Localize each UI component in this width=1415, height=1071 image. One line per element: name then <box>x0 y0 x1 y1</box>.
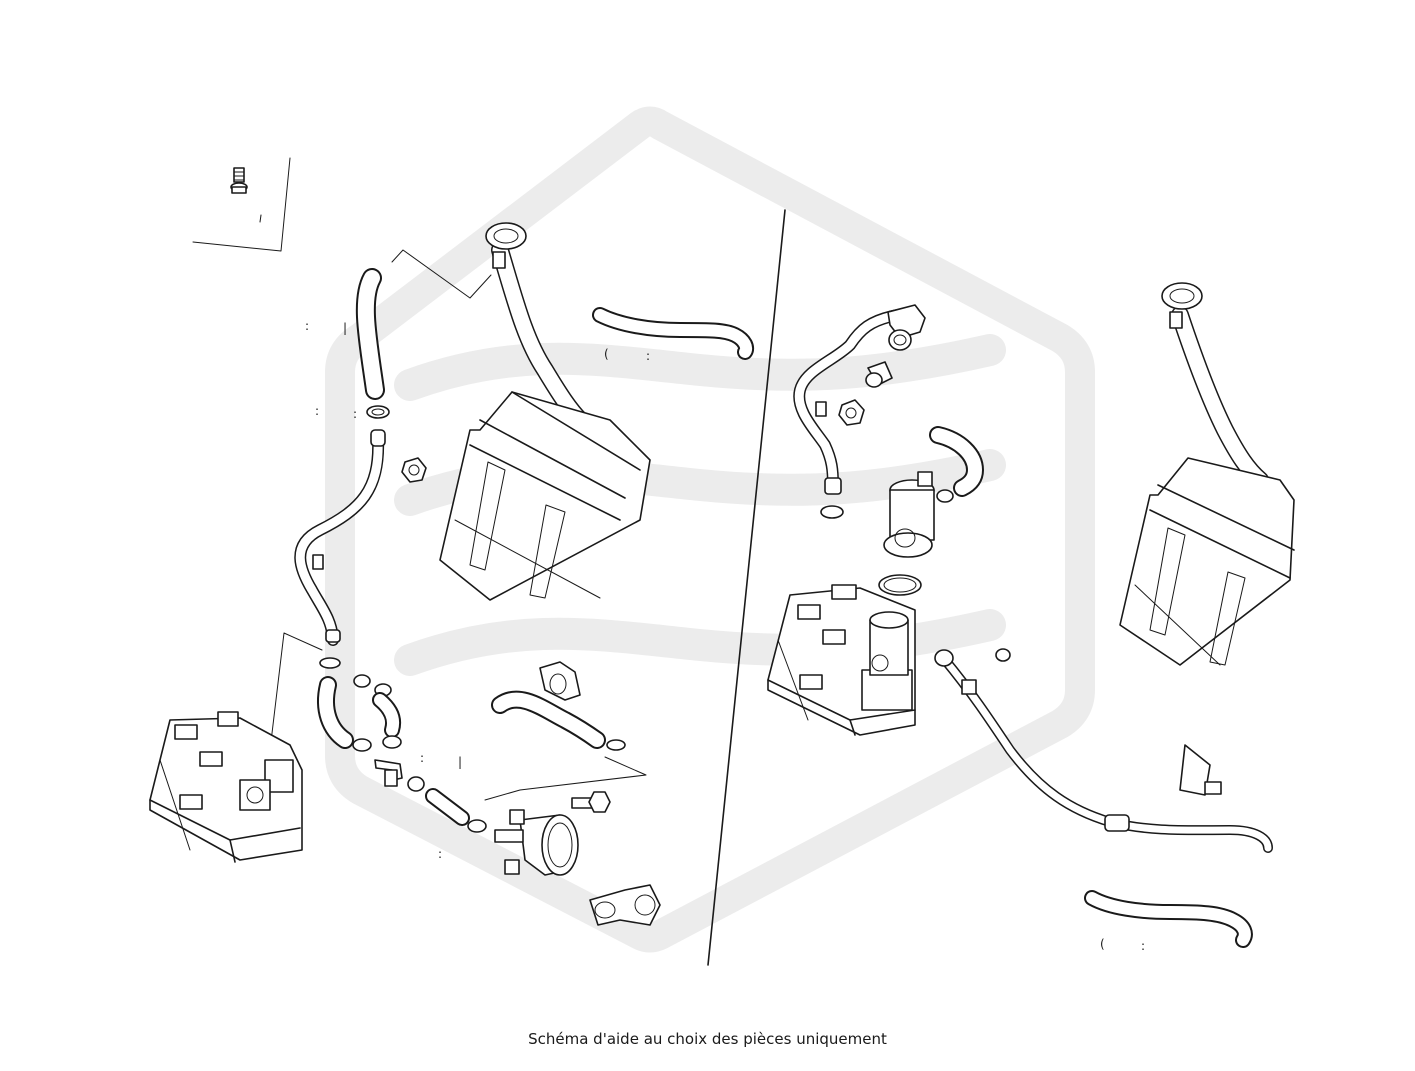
vent-tube-part <box>294 429 386 646</box>
vent-hose-part <box>355 268 385 400</box>
charcoal-canister-part <box>149 711 303 863</box>
bracket-clamp-part <box>589 884 661 926</box>
bolt-part <box>571 791 611 813</box>
hose-clamp-part <box>820 489 1011 662</box>
svg-text::: : <box>1141 939 1145 953</box>
svg-text:(: ( <box>604 347 609 361</box>
bolt-part <box>230 167 262 223</box>
svg-text:|: | <box>458 755 462 769</box>
leader-line <box>192 157 291 252</box>
leader-line <box>391 249 492 299</box>
overflow-hose-part <box>491 690 626 751</box>
svg-text:(: ( <box>1100 937 1105 951</box>
straight-hose-part <box>425 788 470 826</box>
return-tube-part <box>934 649 1273 853</box>
bracket-clamp-part <box>539 661 581 701</box>
fuel-filter-part <box>1179 744 1222 796</box>
nut-part <box>838 399 865 426</box>
svg-text::: : <box>420 751 424 765</box>
nut-part <box>401 457 427 483</box>
svg-text::: : <box>305 319 309 333</box>
t-connector-part <box>374 759 403 787</box>
svg-text::: : <box>438 847 442 861</box>
svg-text:|: | <box>343 321 347 335</box>
elbow-connector-part <box>887 304 926 351</box>
breather-hose-part: ( : <box>592 307 755 363</box>
connector-hose-part <box>317 676 402 749</box>
o-ring-part <box>878 574 922 596</box>
breather-hose-part: ( : <box>1084 890 1253 953</box>
svg-text::: : <box>646 349 650 363</box>
connector-hose-part <box>929 426 984 497</box>
hose-clamp-part <box>352 735 487 833</box>
svg-text::: : <box>353 407 357 421</box>
divider-line <box>707 209 786 966</box>
fuel-pump-part <box>494 809 579 876</box>
filler-tube-part <box>485 222 589 429</box>
diagram-caption: Schéma d'aide au choix des pièces unique… <box>528 1030 887 1048</box>
vent-tube-part <box>793 309 904 495</box>
leader-line <box>484 756 647 801</box>
charcoal-canister-part <box>767 584 916 736</box>
hose-clamp-part <box>366 405 390 419</box>
separator-part <box>883 471 935 558</box>
leader-line <box>269 632 323 751</box>
filler-tube-part <box>1161 282 1269 489</box>
fuel-tank-part <box>439 391 651 601</box>
fuel-tank-part <box>1119 457 1295 666</box>
svg-text::: : <box>315 404 319 418</box>
cap-fitting-part <box>865 361 893 388</box>
